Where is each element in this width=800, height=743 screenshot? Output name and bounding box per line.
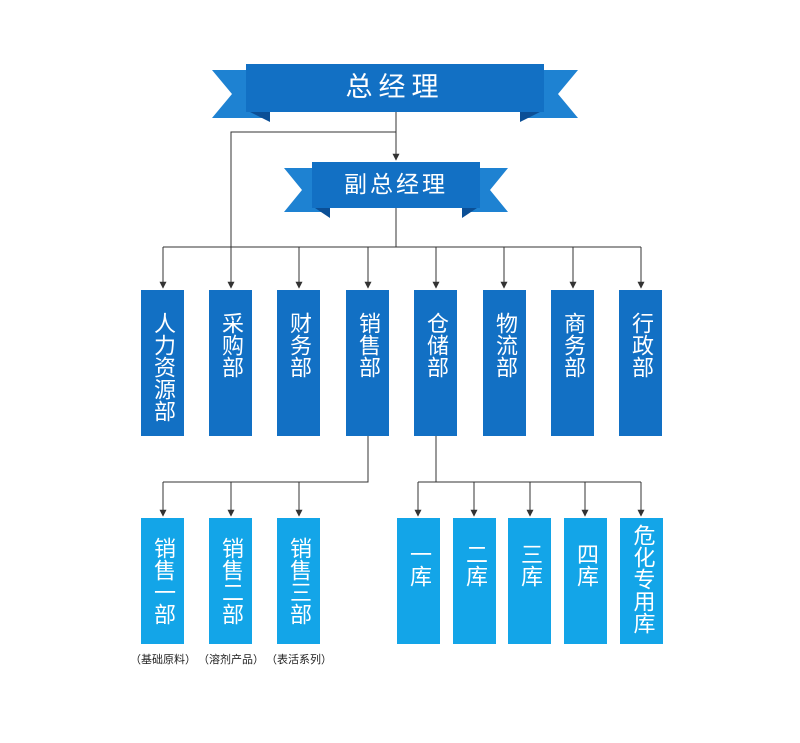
dept-box-5 — [414, 290, 457, 436]
top-title: 总经理 — [345, 72, 445, 103]
deputy-banner-right-fold — [462, 206, 480, 218]
wh-box-5 — [620, 518, 663, 644]
sales-box-3 — [277, 518, 320, 644]
dept-8-label: 行政部 — [628, 312, 653, 378]
dept-6: 物流部 — [483, 312, 526, 378]
dept-box-3 — [277, 290, 320, 436]
dept-2: 采购部 — [209, 312, 252, 378]
top-banner-left-fold — [246, 110, 270, 122]
dept-7-label: 商务部 — [560, 312, 585, 378]
dept-7: 商务部 — [551, 312, 594, 378]
sales-3-label: 销售三部 — [286, 537, 311, 625]
sales-1: 销售一部 — [141, 537, 184, 625]
dept-6-label: 物流部 — [492, 312, 517, 378]
top-banner-body — [246, 64, 544, 112]
sales-2-note: （溶剂产品） — [198, 653, 264, 666]
wh-2-label: 二库 — [462, 543, 487, 587]
wh-2: 二库 — [453, 543, 496, 587]
warehouse-boxes — [397, 518, 663, 644]
wh-box-4 — [564, 518, 607, 644]
wh-5: 危化专用库 — [620, 524, 663, 634]
sales-unit-boxes — [141, 518, 320, 644]
sales-3: 销售三部 — [277, 537, 320, 625]
dept-3-label: 财务部 — [286, 312, 311, 378]
sales-box-1 — [141, 518, 184, 644]
wh-box-1 — [397, 518, 440, 644]
dept-box-8 — [619, 290, 662, 436]
dept-5-label: 仓储部 — [423, 312, 448, 378]
sales-2-label: 销售二部 — [218, 537, 243, 625]
dept-box-2 — [209, 290, 252, 436]
sales-1-label: 销售一部 — [150, 537, 175, 625]
connector-sales-bar — [163, 436, 369, 483]
wh-box-3 — [508, 518, 551, 644]
dept-4-label: 销售部 — [355, 312, 380, 378]
department-boxes — [141, 290, 662, 436]
dept-2-label: 采购部 — [218, 312, 243, 378]
wh-3: 三库 — [508, 543, 551, 587]
wh-3-label: 三库 — [517, 543, 542, 587]
top-banner-right-fold — [520, 110, 544, 122]
dept-8: 行政部 — [619, 312, 662, 378]
dept-4: 销售部 — [346, 312, 389, 378]
deputy-title: 副总经理 — [344, 172, 448, 198]
dept-box-4 — [346, 290, 389, 436]
sales-2: 销售二部 — [209, 537, 252, 625]
deputy-banner — [284, 162, 508, 218]
sales-3-note: （表活系列） — [266, 653, 332, 666]
wh-4-label: 四库 — [573, 543, 598, 587]
wh-5-label: 危化专用库 — [629, 524, 655, 634]
dept-1: 人力资源部 — [141, 312, 184, 422]
dept-5: 仓储部 — [414, 312, 457, 378]
wh-1-label: 一库 — [406, 543, 431, 587]
dept-1-label: 人力资源部 — [150, 312, 175, 422]
dept-3: 财务部 — [277, 312, 320, 378]
deputy-banner-left-fold — [312, 206, 330, 218]
wh-1: 一库 — [397, 543, 440, 587]
dept-box-7 — [551, 290, 594, 436]
top-banner — [212, 64, 578, 122]
connectors — [159, 112, 645, 517]
dept-box-1 — [141, 290, 184, 436]
connector-top-purchasing — [227, 131, 396, 289]
wh-box-2 — [453, 518, 496, 644]
sales-box-2 — [209, 518, 252, 644]
sales-1-note: （基础原料） — [130, 653, 196, 666]
deputy-banner-body — [312, 162, 480, 208]
wh-4: 四库 — [564, 543, 607, 587]
dept-box-6 — [483, 290, 526, 436]
